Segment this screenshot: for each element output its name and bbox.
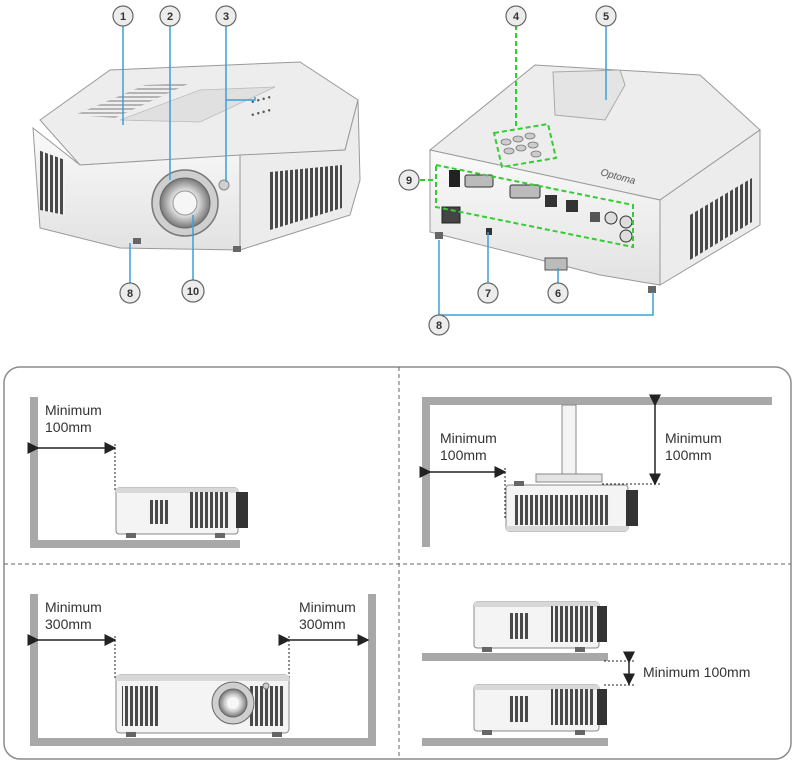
svg-text:8: 8: [436, 320, 442, 332]
svg-text:2: 2: [167, 11, 173, 23]
callout-8-front: 8: [119, 282, 141, 304]
projector-side-view: [115, 487, 248, 538]
callout-5: 5: [595, 5, 617, 27]
rear-projector-illustration: Optoma: [428, 64, 761, 293]
callout-6: 6: [547, 282, 569, 304]
svg-text:9: 9: [406, 175, 412, 187]
svg-text:7: 7: [485, 288, 491, 300]
clearance-stacked-panel: Minimum 100mm: [422, 601, 750, 746]
io-ports: [449, 170, 633, 243]
side-clearance-line1: Minimum: [440, 430, 497, 446]
callout-4: 4: [505, 5, 527, 27]
side-clearance-line2: 100mm: [440, 447, 487, 463]
right-clearance-line2: 300mm: [299, 616, 346, 632]
callout-10: 10: [181, 279, 205, 303]
callout-9: 9: [398, 169, 420, 191]
front-projector-illustration: • • • • • • • •: [32, 61, 361, 252]
svg-text:6: 6: [555, 288, 561, 300]
stack-clearance-label: Minimum 100mm: [643, 664, 750, 680]
projector-ceiling-view: [505, 481, 638, 532]
clearance-label-line2: 100mm: [45, 419, 92, 435]
callout-7: 7: [477, 282, 499, 304]
top-clearance-line2: 100mm: [665, 447, 712, 463]
projector-lower: [473, 684, 607, 735]
projector-upper: [473, 601, 607, 652]
keypad-buttons: [500, 132, 542, 158]
clearance-ceiling-mount-panel: Minimum 100mm Minimum 100mm: [419, 394, 772, 547]
callout-markers: 1 2 3 4 5 9 8 10 7 6 8: [112, 5, 617, 336]
left-clearance-line2: 300mm: [45, 616, 92, 632]
svg-text:4: 4: [513, 11, 520, 23]
callout-8-rear: 8: [428, 314, 450, 336]
callout-3: 3: [215, 5, 237, 27]
front-callout-lines: [122, 25, 256, 283]
svg-text:10: 10: [187, 286, 199, 298]
top-clearance-line1: Minimum: [665, 430, 722, 446]
clearance-side-wall-panel: Minimum 100mm: [27, 397, 248, 548]
svg-text:5: 5: [603, 11, 609, 23]
svg-text:3: 3: [223, 11, 229, 23]
right-clearance-line1: Minimum: [299, 599, 356, 615]
callout-1: 1: [112, 5, 134, 27]
rear-highlight-boxes: [420, 25, 634, 249]
callout-2: 2: [159, 5, 181, 27]
clearance-label-line1: Minimum: [45, 402, 102, 418]
projector-front-view: [115, 674, 290, 737]
svg-text:1: 1: [120, 11, 126, 23]
clearance-two-walls-panel: Minimum 300mm Minimum 300mm: [27, 594, 376, 746]
svg-text:8: 8: [127, 288, 133, 300]
left-clearance-line1: Minimum: [45, 599, 102, 615]
rear-callout-lines: [438, 25, 654, 316]
